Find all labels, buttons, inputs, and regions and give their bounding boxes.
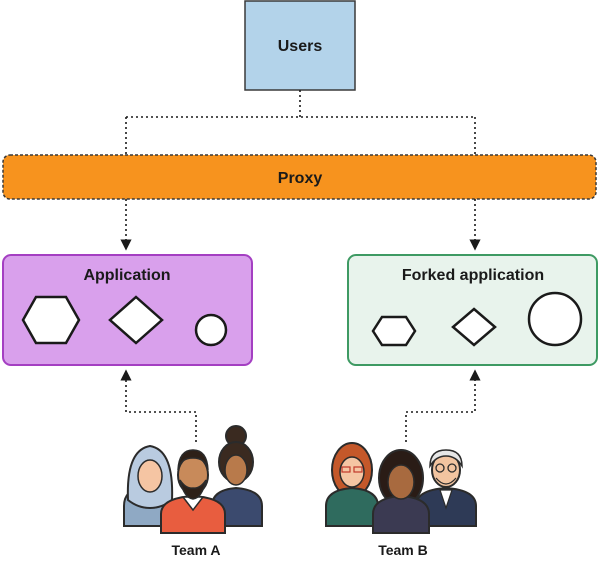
- hexagon-icon: [371, 315, 417, 347]
- team-b-people-icon: [325, 442, 477, 534]
- team-a-people-icon: [123, 425, 263, 534]
- team-a-to-application-arrow: [120, 369, 197, 442]
- person-elder-icon: [415, 449, 477, 527]
- person-beard-icon: [160, 449, 226, 534]
- team-b-to-forked-application-arrow: [405, 369, 481, 442]
- users-node: Users: [244, 0, 356, 91]
- forked-application-node: Forked application: [347, 254, 598, 366]
- users-proxy-connector: [125, 90, 476, 155]
- circle-icon: [194, 313, 228, 347]
- forked-application-title: Forked application: [402, 267, 544, 284]
- team-a-label: Team A: [171, 542, 220, 558]
- diamond-icon: [108, 295, 164, 345]
- users-label: Users: [278, 38, 323, 55]
- application-node: Application: [2, 254, 253, 366]
- hexagon-icon: [21, 295, 81, 345]
- person-red-hair-icon: [325, 442, 379, 527]
- application-title: Application: [83, 267, 170, 284]
- team-b-label: Team B: [378, 542, 428, 558]
- diamond-icon: [451, 307, 497, 347]
- circle-icon: [527, 291, 583, 347]
- person-curly-hair-icon: [372, 449, 430, 534]
- proxy-label: Proxy: [278, 170, 323, 187]
- proxy-node: Proxy: [2, 154, 597, 200]
